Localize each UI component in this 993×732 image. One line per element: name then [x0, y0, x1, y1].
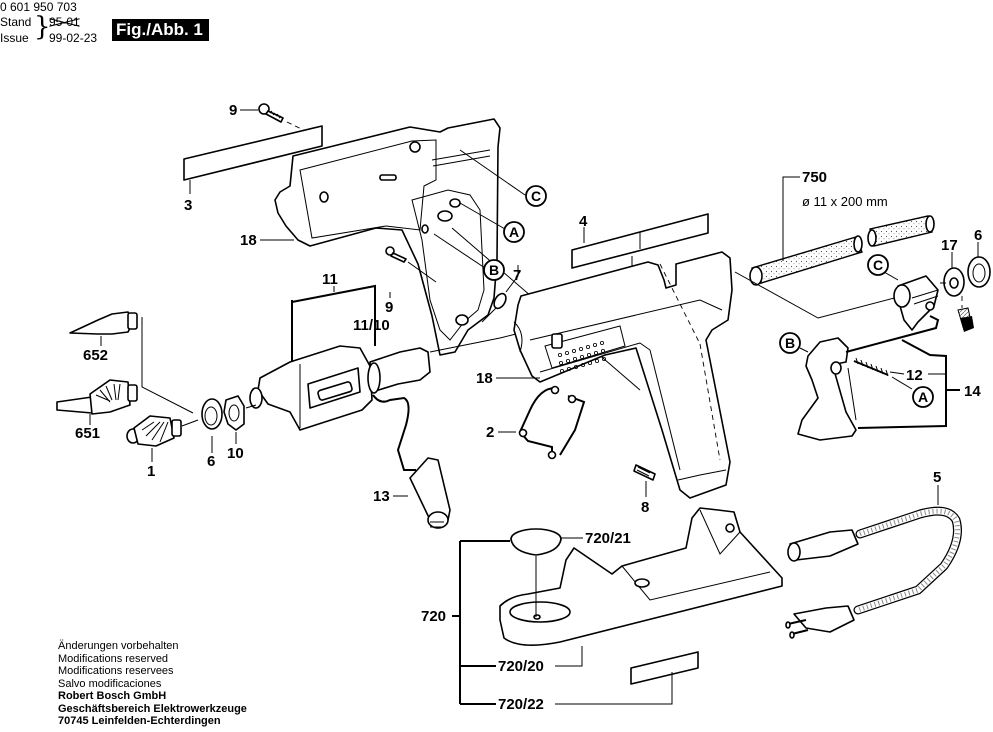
issue-date: 99-02-23 [49, 31, 98, 45]
footer-line: Modifications reserved [58, 652, 169, 665]
callout-720: 720 [421, 608, 446, 625]
callout-9-top: 9 [229, 102, 237, 119]
trigger-part-14 [797, 315, 940, 441]
cup-part-720-21 [510, 528, 562, 556]
glue-stick-part-750 [749, 215, 935, 286]
label-strip-part-4 [571, 213, 709, 269]
housing-right-part-18 [513, 251, 733, 499]
nut-part-10 [223, 395, 245, 431]
circle-callout-b-right: B [779, 332, 801, 354]
screw-part-9-mid [385, 246, 407, 263]
callout-9-mid: 9 [385, 299, 393, 316]
company-division: Geschäftsbereich Elektrowerkzeuge [58, 702, 247, 715]
old-date-struck: 95-01 [49, 15, 80, 29]
pin-part-7 [493, 292, 507, 310]
nozzle-part-1 [126, 415, 182, 447]
callout-4: 4 [579, 213, 588, 230]
glue-stick-spec: ø 11 x 200 mm [802, 194, 888, 209]
wire-clip-part-2 [518, 385, 586, 460]
callout-1: 1 [147, 463, 155, 480]
callout-6-left: 6 [207, 453, 215, 470]
circle-label-b: B [785, 335, 795, 351]
callout-11: 11 [322, 271, 338, 288]
footer: Änderungen vorbehalten Modifications res… [58, 640, 247, 728]
callout-13: 13 [373, 488, 390, 505]
brace-icon: } [34, 12, 51, 42]
callout-18-left: 18 [240, 232, 257, 249]
feed-unit [893, 275, 939, 331]
circle-callout-c-right: C [867, 254, 889, 276]
callout-651: 651 [75, 425, 100, 442]
power-cord-part-5 [785, 506, 962, 639]
thermostat-part-13 [409, 457, 451, 529]
circle-label-a: A [509, 224, 519, 240]
circle-callout-c-top: C [525, 185, 547, 207]
part-number: 0 601 950 703 [0, 0, 77, 14]
callout-5: 5 [933, 469, 941, 486]
callout-14: 14 [964, 383, 981, 400]
callout-2: 2 [486, 424, 494, 441]
heating-element-part-11 [249, 345, 431, 431]
label-strip-part-3 [183, 125, 323, 181]
footer-line: Änderungen vorbehalten [58, 640, 179, 652]
housing-left-part-18 [274, 118, 501, 356]
ring-part-6-left [201, 398, 223, 430]
callout-7: 7 [513, 267, 521, 284]
callout-652: 652 [83, 347, 108, 364]
circle-callout-b-top: B [483, 259, 505, 281]
footer-line: Modifications reservees [58, 665, 174, 677]
circle-label-b: B [489, 262, 499, 278]
circle-callout-a-right: A [912, 386, 934, 408]
circle-label-a: A [918, 389, 928, 405]
callout-720-22: 720/22 [498, 696, 544, 713]
struck-date: 95-01 [49, 15, 80, 29]
callout-3: 3 [184, 197, 192, 214]
company-name: Robert Bosch GmbH [58, 690, 167, 702]
part-8 [633, 464, 656, 481]
callout-6-right: 6 [974, 227, 982, 244]
ring-part-17 [943, 267, 965, 297]
ring-part-6-right [967, 256, 991, 288]
nozzle-part-652 [69, 311, 138, 335]
label-strip-part-720-22 [630, 651, 699, 685]
figure-label: Fig./Abb. 1 [112, 19, 209, 41]
callout-11-10: 11/10 [353, 317, 390, 334]
callout-8: 8 [641, 499, 649, 516]
spring-clip [957, 307, 974, 332]
callout-18-right: 18 [476, 370, 493, 387]
nozzle-part-651 [56, 379, 138, 415]
callout-720-21: 720/21 [585, 530, 631, 547]
circle-label-c: C [873, 257, 883, 273]
screw-part-9-top [258, 103, 284, 123]
stand-part-720 [499, 507, 783, 646]
company-address: 70745 Leinfelden-Echterdingen [58, 715, 221, 727]
callout-12: 12 [906, 367, 923, 384]
issue-label: Issue [0, 31, 29, 45]
circle-callout-a-top: A [503, 221, 525, 243]
callout-720-20: 720/20 [498, 658, 544, 675]
vent-holes [558, 340, 607, 373]
callout-10: 10 [227, 445, 244, 462]
stand-label: Stand [0, 15, 32, 29]
circle-label-c: C [531, 188, 541, 204]
callout-750: 750 [802, 169, 827, 186]
callout-17: 17 [941, 237, 958, 254]
footer-line: Salvo modificaciones [58, 677, 162, 690]
spring-part-12 [853, 357, 889, 377]
